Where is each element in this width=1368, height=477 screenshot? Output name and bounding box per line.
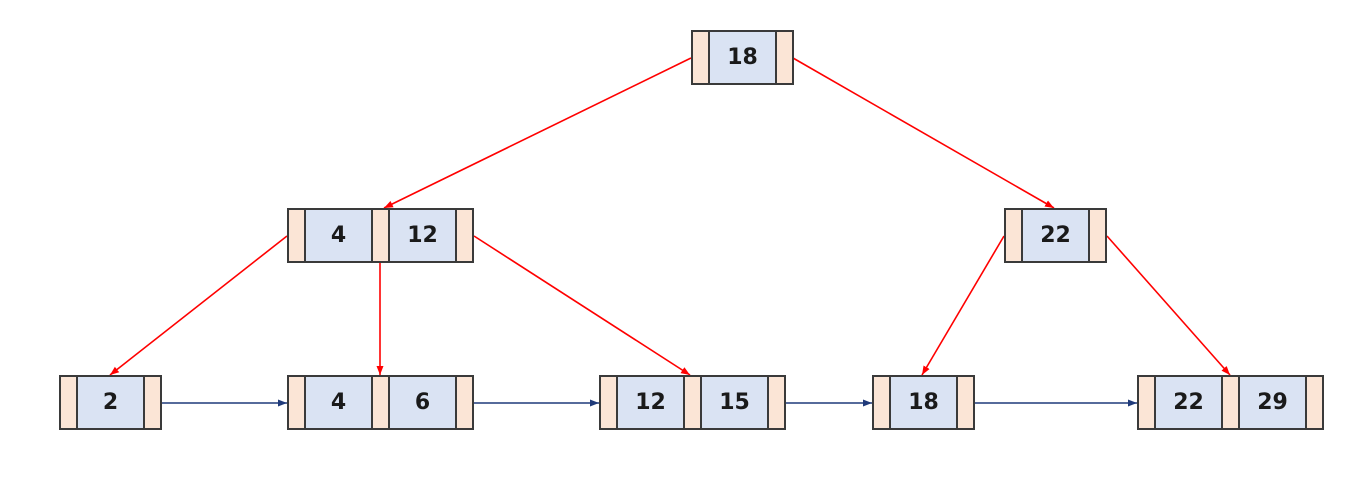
tree-edge-arrow: [473, 235, 691, 376]
pointer-slot: [287, 375, 306, 430]
internal-node-right: 22: [1004, 208, 1107, 263]
pointer-slot: [371, 208, 390, 263]
pointer-slot: [872, 375, 891, 430]
pointer-slot: [1221, 375, 1240, 430]
key-cell: 22: [1023, 208, 1088, 263]
leaf-node: 4 6: [287, 375, 474, 430]
key-cell: 6: [390, 375, 455, 430]
pointer-slot: [599, 375, 618, 430]
key-cell: 18: [710, 30, 775, 85]
tree-edge-arrow: [383, 57, 692, 209]
pointer-slot: [775, 30, 794, 85]
pointer-slot: [683, 375, 702, 430]
leaf-node: 2: [59, 375, 162, 430]
key-cell: 12: [618, 375, 683, 430]
leaf-node: 12 15: [599, 375, 786, 430]
pointer-slot: [1305, 375, 1324, 430]
tree-edge-arrow: [1106, 235, 1231, 376]
pointer-slot: [956, 375, 975, 430]
pointer-slot: [143, 375, 162, 430]
pointer-slot: [1004, 208, 1023, 263]
tree-edge-arrow: [792, 57, 1055, 209]
pointer-slot: [691, 30, 710, 85]
tree-edge-arrow: [109, 235, 288, 376]
pointer-slot: [767, 375, 786, 430]
key-cell: 4: [306, 375, 371, 430]
pointer-slot: [59, 375, 78, 430]
pointer-slot: [1088, 208, 1107, 263]
root-node: 18: [691, 30, 794, 85]
key-cell: 22: [1156, 375, 1221, 430]
pointer-slot: [287, 208, 306, 263]
pointer-slot: [455, 375, 474, 430]
key-cell: 29: [1240, 375, 1305, 430]
tree-edge-arrow: [921, 235, 1005, 376]
pointer-slot: [371, 375, 390, 430]
key-cell: 18: [891, 375, 956, 430]
pointer-slot: [455, 208, 474, 263]
leaf-node: 22 29: [1137, 375, 1324, 430]
internal-node-left: 4 12: [287, 208, 474, 263]
pointer-slot: [1137, 375, 1156, 430]
key-cell: 4: [306, 208, 371, 263]
key-cell: 2: [78, 375, 143, 430]
key-cell: 15: [702, 375, 767, 430]
key-cell: 12: [390, 208, 455, 263]
leaf-node: 18: [872, 375, 975, 430]
